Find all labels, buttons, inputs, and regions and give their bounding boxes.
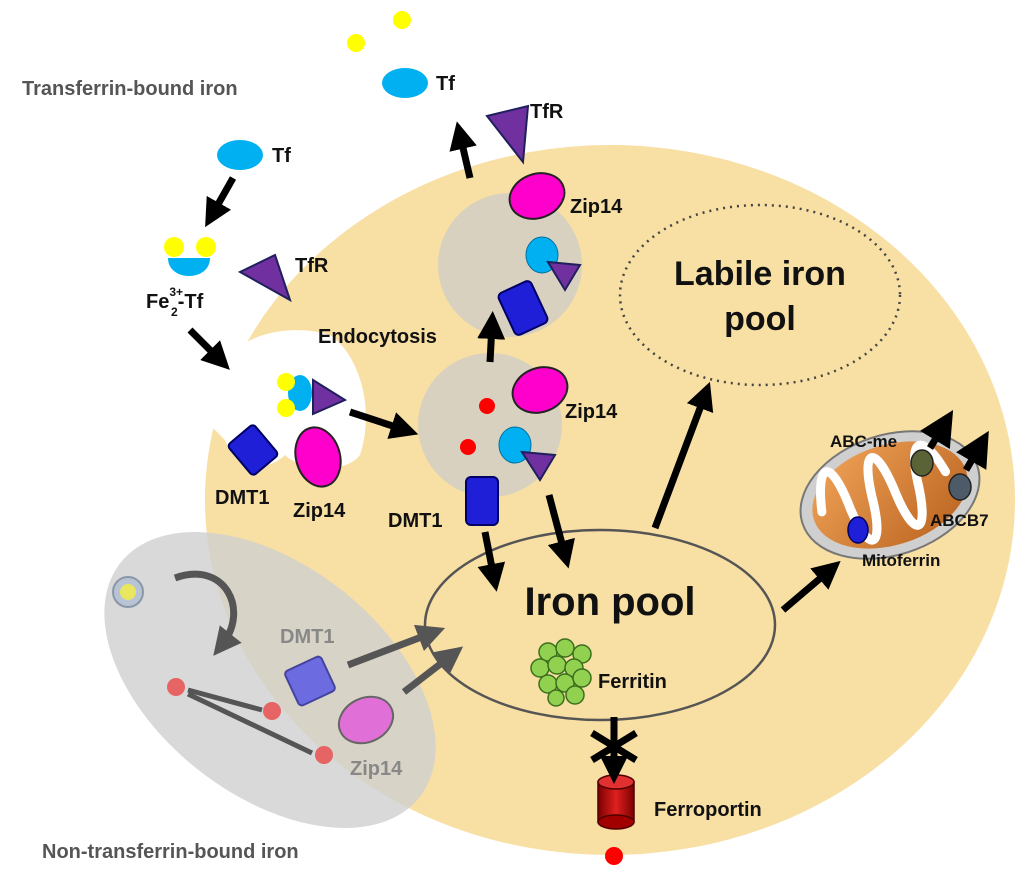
abc-me-label: ABC-me (830, 432, 897, 451)
zip14-ntbi-label: Zip14 (350, 758, 403, 780)
dmt1-middle-label: DMT1 (388, 510, 442, 532)
iron-exported (605, 847, 623, 865)
dmt1-vesicle-upper (497, 280, 549, 336)
tfr-top-icon (485, 104, 530, 165)
dmt1-to-pool-arrow (477, 531, 506, 592)
iron-pool-label: Iron pool (524, 580, 695, 624)
recycling-arrow (449, 121, 477, 179)
dmt1-ntbi-label: DMT1 (280, 626, 334, 648)
tfr-left-label: TfR (295, 255, 329, 277)
fe2-tf-icon (164, 237, 216, 276)
iron-complex-core (120, 584, 136, 600)
ferritin-icon (530, 638, 592, 707)
zip14-upper-icon (508, 172, 566, 220)
iron-atom-ntbi (263, 702, 281, 720)
endocytosis-arrow (348, 408, 419, 439)
dmt1-middle-icon (465, 476, 499, 526)
tf-top-label: Tf (436, 73, 455, 95)
vesicle-upper (438, 193, 582, 337)
tf-loading-arrow (205, 176, 237, 228)
tf-left-label: Tf (272, 145, 291, 167)
ntbi-link (186, 691, 314, 756)
iron-atom-ntbi (315, 746, 333, 764)
pool-to-labile-arrow (651, 381, 714, 530)
zip14-ntbi-arrow (401, 646, 464, 695)
abc-me-icon (910, 449, 934, 477)
non-transferrin-bound-iron-label: Non-transferrin-bound iron (42, 841, 299, 863)
blocked-export-icon (590, 722, 638, 770)
tfr-left-icon (237, 253, 292, 303)
zip14-upper-label: Zip14 (570, 196, 623, 218)
abcb7-icon (948, 473, 972, 501)
ferroportin-label: Ferroportin (654, 799, 762, 821)
mitoferrin-label: Mitoferrin (862, 551, 940, 570)
dmt1-ntbi-icon (284, 655, 336, 707)
pool-to-mitochondria-arrow (780, 560, 841, 613)
ntbi-link (187, 687, 263, 713)
tfr-vesicle-upper (546, 260, 582, 292)
endocytosis-label: Endocytosis (318, 326, 437, 348)
iron-atom-ntbi (167, 678, 185, 696)
transferrin-bound-iron-label: Transferrin-bound iron (22, 78, 238, 100)
tf-left-icon (217, 140, 263, 170)
zip14-pit-label: Zip14 (293, 500, 346, 522)
fe2-tf-tfr-complex (277, 373, 348, 417)
zip14-pit-icon (294, 426, 342, 488)
abcb7-arrow (956, 430, 989, 472)
dmt1-pit-icon (227, 424, 279, 476)
abcb7-label: ABCB7 (930, 511, 989, 530)
labile-iron-pool-label: Labile iron (674, 255, 846, 293)
dmt1-ntbi-arrow (346, 624, 446, 669)
iron-atom-red (460, 439, 476, 455)
vesicle-traffic-arrow (477, 311, 506, 363)
tfr-top-label: TfR (530, 101, 564, 123)
dmt1-pit-label: DMT1 (215, 487, 269, 509)
ferritin-label: Ferritin (598, 671, 667, 693)
zip14-middle-icon (511, 366, 569, 414)
binding-arrow (187, 327, 230, 370)
tf-top-icon (382, 68, 428, 98)
tfr-vesicle-middle (520, 450, 557, 482)
abc-me-arrow (919, 410, 954, 450)
fe2-tf-label: Fe3+2-Tf (146, 285, 204, 319)
reduction-arrow (173, 570, 242, 656)
zip14-ntbi-icon (337, 695, 395, 745)
iron-atom (347, 34, 365, 52)
iron-atom-red (479, 398, 495, 414)
iron-atom (393, 11, 411, 29)
ntbi-region (104, 532, 436, 828)
zip14-to-pool-arrow (545, 494, 575, 569)
ferroportin-icon (597, 774, 635, 830)
labile-iron-pool (618, 203, 902, 387)
labile-iron-pool-label-2: pool (724, 300, 796, 338)
mitoferrin-icon (847, 516, 869, 544)
zip14-middle-label: Zip14 (565, 401, 618, 423)
